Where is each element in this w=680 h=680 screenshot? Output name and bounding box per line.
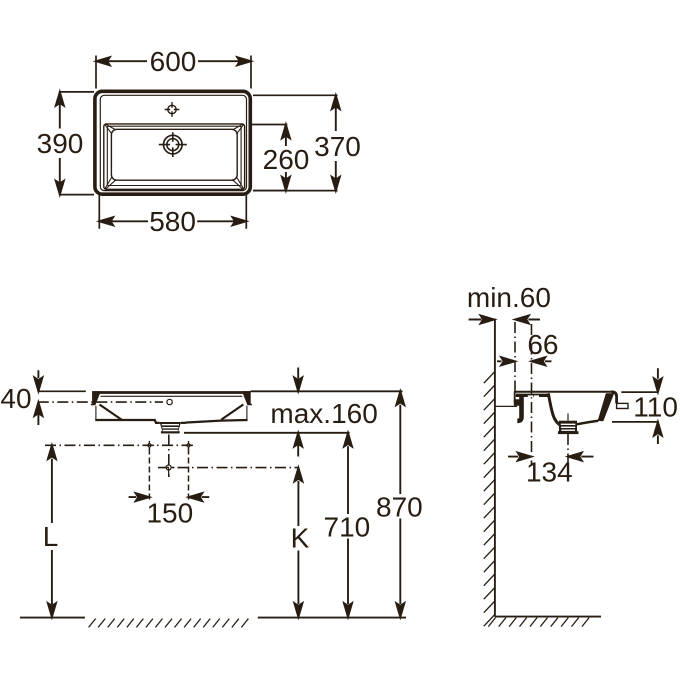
- svg-text:580: 580: [149, 206, 196, 237]
- svg-text:870: 870: [376, 491, 423, 522]
- svg-text:150: 150: [146, 498, 193, 529]
- svg-text:134: 134: [526, 457, 573, 488]
- svg-text:370: 370: [314, 131, 361, 162]
- svg-text:L: L: [43, 521, 59, 552]
- svg-text:max.160: max.160: [270, 398, 377, 429]
- svg-text:600: 600: [150, 46, 197, 77]
- svg-text:710: 710: [324, 511, 371, 542]
- svg-text:min.60: min.60: [467, 282, 551, 313]
- svg-text:260: 260: [263, 144, 310, 175]
- svg-text:110: 110: [633, 392, 678, 423]
- svg-text:66: 66: [527, 329, 558, 360]
- svg-text:390: 390: [37, 128, 84, 159]
- svg-text:40: 40: [0, 383, 31, 414]
- svg-text:K: K: [291, 523, 310, 554]
